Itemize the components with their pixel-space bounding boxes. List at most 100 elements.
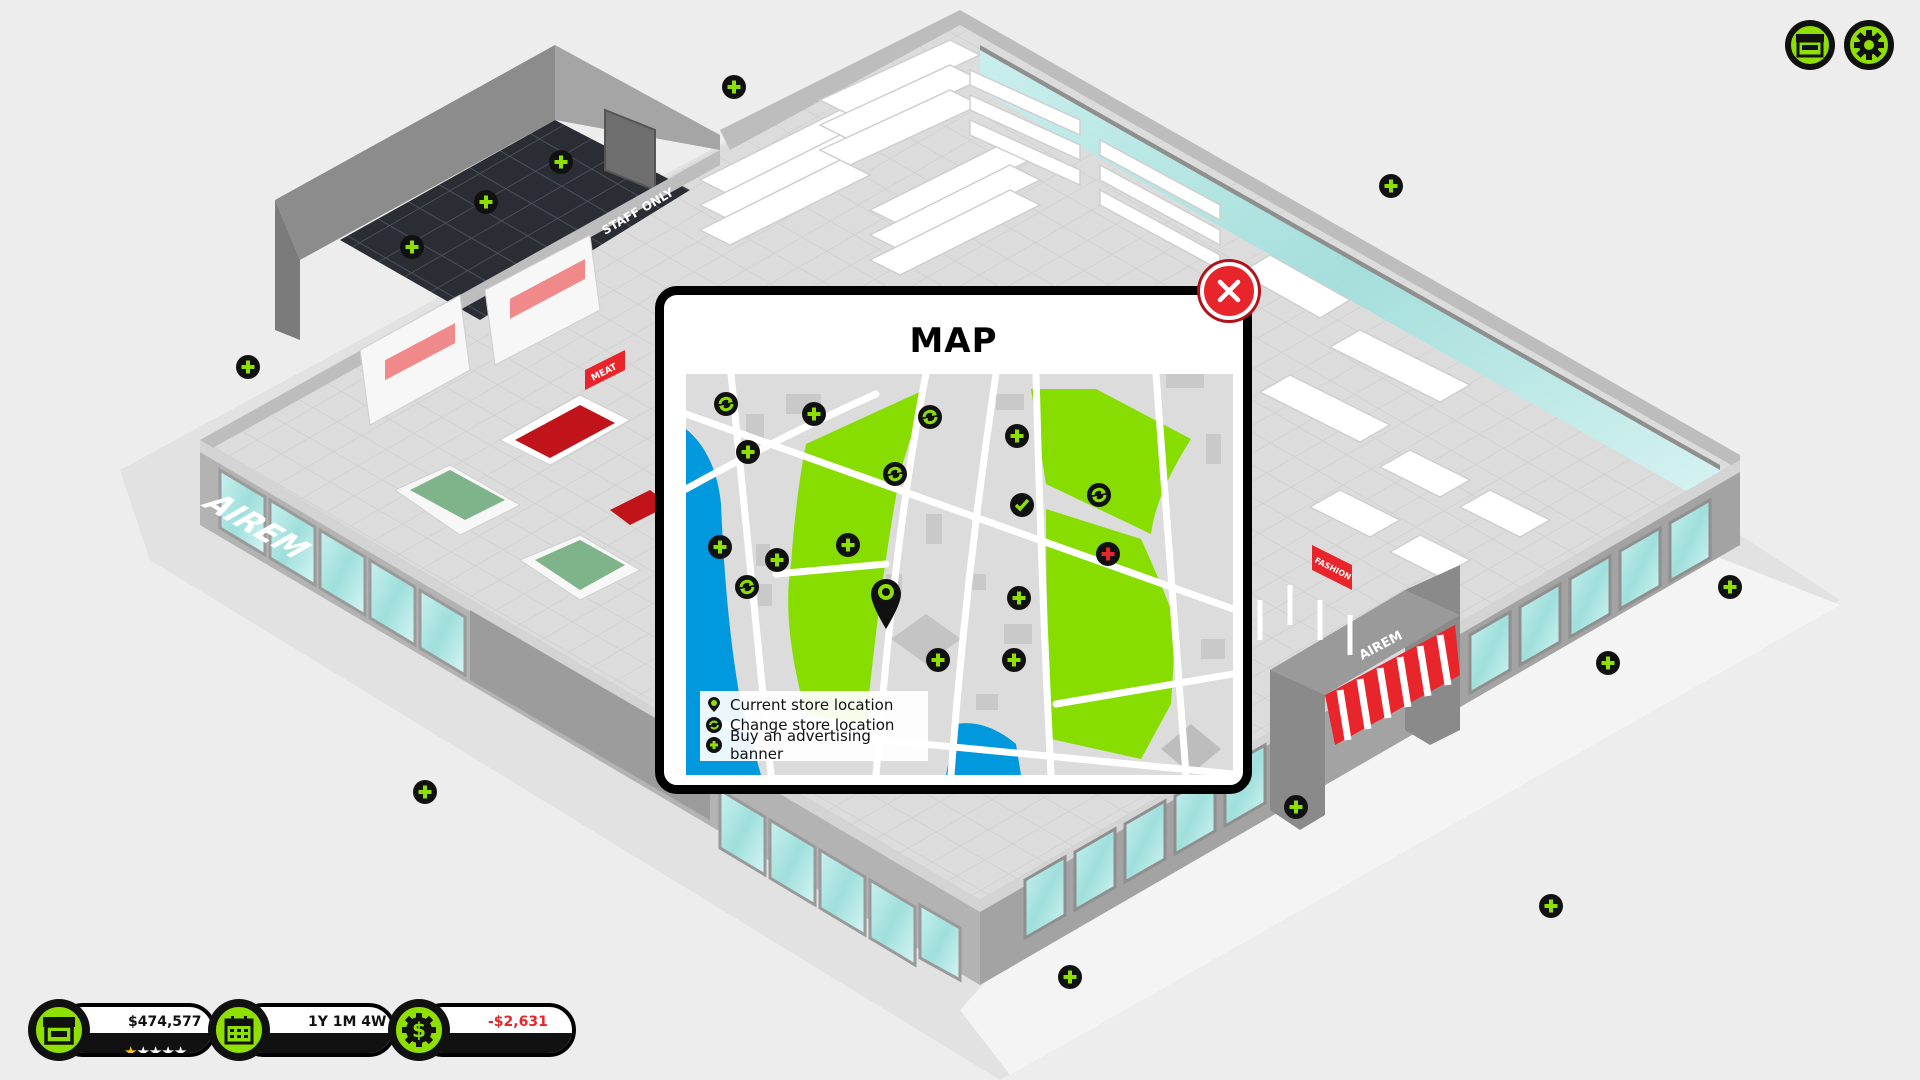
svg-text:$: $: [412, 1018, 426, 1042]
change-location-spot[interactable]: [883, 462, 907, 486]
back-wall-right: [960, 10, 1740, 470]
back-windows-right: [980, 45, 1720, 510]
fridges: [359, 234, 601, 426]
entrance-sign: [1340, 610, 1440, 675]
legend-row: Current store location: [706, 695, 922, 715]
city-map-graphic: [686, 374, 1233, 775]
entrance-pillar-left: [1270, 645, 1325, 830]
swap-icon: [922, 409, 938, 425]
swap-icon: [1091, 487, 1107, 503]
city-map: Current store location Change store loca…: [686, 374, 1233, 775]
ad-spot-marker[interactable]: [549, 150, 573, 174]
park-2: [1031, 389, 1191, 534]
change-location-spot[interactable]: [918, 405, 942, 429]
back-wall-left: [720, 10, 960, 150]
ad-spot-marker[interactable]: [1539, 894, 1563, 918]
ad-spot-marker[interactable]: [1284, 795, 1308, 819]
store-icon: [1796, 34, 1824, 58]
shelves: [698, 39, 1552, 578]
store-button[interactable]: [1785, 20, 1835, 70]
ad-spot-marker[interactable]: [1379, 174, 1403, 198]
store-icon: [43, 1017, 75, 1045]
star-filled: ★: [124, 1043, 137, 1057]
map-legend: Current store location Change store loca…: [700, 691, 928, 763]
rating-stars: ★★★★★: [124, 1043, 187, 1057]
ad-banner-spot[interactable]: [926, 648, 950, 672]
balance-panel[interactable]: -$2,631 $: [388, 999, 580, 1061]
balance-bar: [420, 1033, 572, 1053]
legend-label: Buy an advertising banner: [730, 727, 871, 763]
ad-spot-marker[interactable]: [722, 75, 746, 99]
staff-room-side: [275, 200, 300, 340]
river: [686, 429, 761, 775]
check-icon: [1014, 498, 1030, 512]
time-panel[interactable]: 1Y 1M 4W: [208, 999, 400, 1061]
swap-icon: [739, 579, 755, 595]
star-empty: ★: [136, 1043, 149, 1057]
star-empty: ★: [173, 1043, 187, 1057]
swap-icon: [718, 396, 734, 412]
gear-icon: [1854, 30, 1884, 60]
staff-room-floor: [340, 120, 690, 320]
sidewalk: [960, 550, 1840, 1075]
ad-banner-spot[interactable]: [736, 440, 760, 464]
balance-value: -$2,631: [488, 1014, 548, 1030]
store-stats-button[interactable]: [28, 999, 90, 1061]
time-value: 1Y 1M 4W: [308, 1014, 387, 1030]
legend-row: Change store location: [706, 715, 922, 735]
fashion-sign: [1312, 545, 1352, 590]
ad-banner-spot[interactable]: [1005, 424, 1029, 448]
front-windows-left: [218, 467, 962, 983]
ad-spot-marker[interactable]: [1058, 965, 1082, 989]
ad-spot-marker[interactable]: [1596, 651, 1620, 675]
legend-label: Change store location: [730, 716, 895, 734]
ad-banner-spot-owned[interactable]: [1096, 542, 1120, 566]
entrance-lintel: [1270, 590, 1460, 695]
ad-spot-marker[interactable]: [1718, 575, 1742, 599]
star-empty: ★: [148, 1043, 162, 1057]
swap-icon: [706, 717, 722, 733]
ad-spot-marker[interactable]: [236, 355, 260, 379]
legend-row: Buy an advertising banner: [706, 727, 922, 763]
money-rating-panel[interactable]: $474,577 ★★★★★: [28, 999, 220, 1061]
ad-banner-spot[interactable]: [1007, 586, 1031, 610]
star-empty: ★: [161, 1043, 174, 1057]
entrance-awning: [1325, 625, 1460, 745]
ad-spot-marker[interactable]: [474, 190, 498, 214]
finance-button[interactable]: $: [388, 999, 450, 1061]
park-3: [1046, 509, 1176, 759]
front-wall-left-top: [200, 440, 980, 912]
map-title: MAP: [909, 321, 998, 361]
change-location-spot[interactable]: [1087, 483, 1111, 507]
change-location-spot[interactable]: [735, 575, 759, 599]
staff-room-wall-left: [275, 45, 555, 260]
calendar-button[interactable]: [208, 999, 270, 1061]
map-dialog: MAP: [655, 286, 1252, 794]
calendar-icon: [224, 1016, 254, 1045]
close-icon: [1217, 279, 1241, 303]
settings-button[interactable]: [1844, 20, 1894, 70]
legend-label: Current store location: [730, 696, 894, 714]
plus-icon: [706, 737, 722, 753]
time-bar: [240, 1033, 392, 1053]
ad-banner-spot[interactable]: [802, 402, 826, 426]
ad-banner-spot[interactable]: [836, 533, 860, 557]
ad-banner-spot[interactable]: [765, 548, 789, 572]
ad-banner-spot[interactable]: [708, 535, 732, 559]
location-pin-icon: [708, 697, 720, 712]
swap-icon: [887, 466, 903, 482]
rating-bar: [60, 1033, 212, 1053]
money-value: $474,577: [128, 1014, 202, 1030]
security-gates: [1257, 585, 1353, 655]
close-map-button[interactable]: [1200, 262, 1258, 320]
purchased-banner-spot[interactable]: [1010, 493, 1034, 517]
location-pin-icon: [871, 579, 901, 629]
front-sign-panel: [470, 610, 710, 820]
change-location-spot[interactable]: [714, 392, 738, 416]
dollar-gear-icon: $: [402, 1013, 436, 1047]
ad-spot-marker[interactable]: [413, 780, 437, 804]
ad-banner-spot[interactable]: [1002, 648, 1026, 672]
ad-spot-marker[interactable]: [400, 235, 424, 259]
meat-sign: [585, 350, 625, 390]
